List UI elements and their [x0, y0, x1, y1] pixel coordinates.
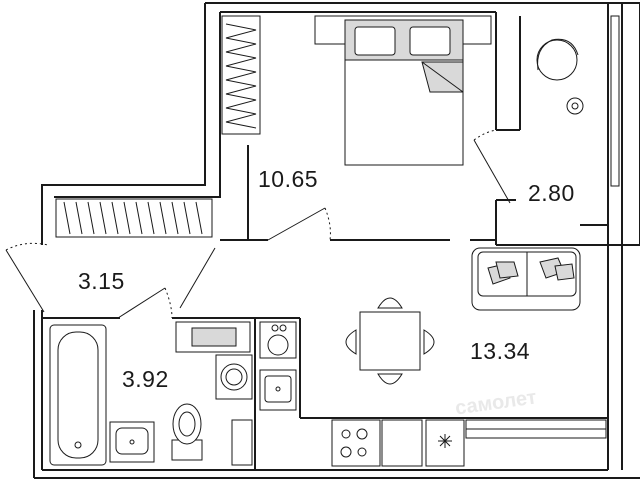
kitchen-living-area-label: 13.34 [470, 338, 531, 364]
hall-wardrobe-icon [55, 198, 213, 238]
bedroom-area-label: 10.65 [258, 166, 319, 192]
outer-walls [33, 2, 640, 479]
fan-icon [425, 419, 465, 467]
bathtub-icon [49, 324, 107, 466]
hallway-area-label: 3.15 [78, 268, 125, 294]
kitchen-counter [259, 321, 297, 411]
armchair-icon [536, 15, 620, 187]
dining-table-icon [345, 297, 435, 385]
bed-icon [314, 15, 492, 166]
toilet-icon [171, 403, 203, 461]
interior-walls [42, 11, 608, 470]
bathroom-area-label: 3.92 [122, 366, 169, 392]
balcony-area-label: 2.80 [528, 180, 575, 206]
doors [5, 129, 511, 319]
window-sill [465, 419, 607, 439]
stove-icon [331, 419, 423, 467]
sink-icon [109, 421, 155, 463]
wardrobe-icon [221, 15, 261, 135]
washing-machine-icon [175, 321, 253, 466]
sofa-icon [471, 247, 581, 311]
